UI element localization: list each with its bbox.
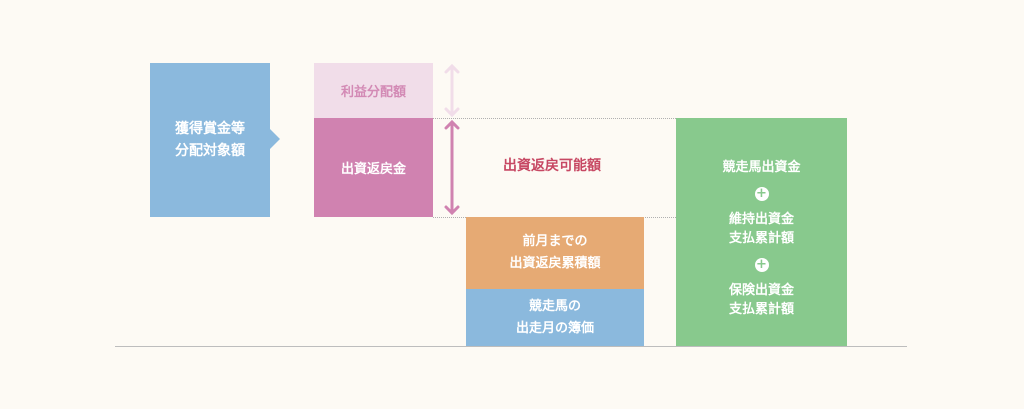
previous-refund-total-box: 前月までの 出資返戻累積額 bbox=[466, 217, 644, 289]
profit-label: 利益分配額 bbox=[340, 85, 406, 100]
profit-range-arrow-icon bbox=[444, 63, 460, 118]
book-value-line2: 出走月の簿価 bbox=[515, 320, 594, 336]
maintenance-investment-line1: 維持出資金 bbox=[728, 212, 794, 227]
prize-arrow-tip bbox=[270, 129, 280, 149]
prev-refund-line2: 出資返戻累積額 bbox=[509, 256, 601, 271]
refund-label: 出資返戻金 bbox=[340, 162, 406, 177]
prize-line1: 獲得賞金等 bbox=[175, 121, 245, 137]
prize-line2: 分配対象額 bbox=[175, 143, 245, 159]
racehorse-investment-label: 競走馬出資金 bbox=[722, 160, 801, 175]
refund-range-arrow-icon bbox=[444, 119, 460, 216]
profit-distribution-box: 利益分配額 bbox=[314, 63, 433, 118]
book-value-line1: 競走馬の bbox=[528, 298, 581, 314]
maintenance-investment-line2: 支払累計額 bbox=[728, 231, 794, 246]
plus-icon: + bbox=[754, 186, 769, 201]
investment-refund-box: 出資返戻金 bbox=[314, 118, 433, 217]
book-value-box: 競走馬の 出走月の簿価 bbox=[466, 289, 644, 346]
prev-refund-line1: 前月までの bbox=[522, 234, 588, 249]
refundable-amount-label: 出資返戻可能額 bbox=[503, 158, 601, 174]
insurance-investment-line2: 支払累計額 bbox=[728, 302, 794, 317]
insurance-investment-line1: 保険出資金 bbox=[728, 283, 794, 298]
plus-icon: + bbox=[754, 257, 769, 272]
dotted-guide-top bbox=[433, 118, 676, 119]
baseline bbox=[115, 346, 907, 347]
investment-total-box: 競走馬出資金 + 維持出資金 支払累計額 + 保険出資金 支払累計額 bbox=[676, 118, 847, 346]
prize-distribution-box: 獲得賞金等 分配対象額 bbox=[150, 63, 270, 217]
